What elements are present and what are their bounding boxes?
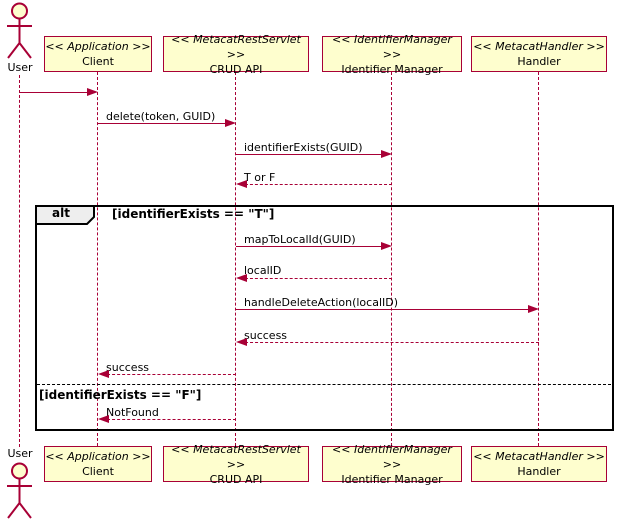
- message-line-map-to-local-id: [236, 246, 384, 247]
- message-line-local-id: [240, 278, 392, 279]
- user-actor-icon: [7, 2, 32, 59]
- arrowhead-icon: [381, 242, 392, 250]
- message-label: handleDeleteAction(localID): [244, 296, 399, 309]
- participant-name: Identifier Manager: [341, 472, 443, 486]
- participant-name: CRUD API: [209, 472, 263, 486]
- participant-stereotype: << Application >>: [45, 40, 151, 53]
- message-label: T or F: [244, 171, 276, 184]
- participant-name: Handler: [517, 465, 561, 478]
- participant-client-bottom: << Application >> Client: [44, 446, 152, 482]
- lifeline-client: [97, 72, 98, 446]
- message-line-identifier-exists: [236, 154, 384, 155]
- participant-stereotype: << MetacatRestServlet >>: [171, 442, 301, 471]
- participant-name: CRUD API: [209, 62, 263, 76]
- participant-client-top: << Application >> Client: [44, 36, 152, 72]
- alt-operator-label: alt: [52, 206, 70, 220]
- guard-condition-true: [identifierExists == "T"]: [112, 207, 275, 221]
- arrowhead-icon: [98, 415, 109, 423]
- message-line-user-client: [20, 92, 90, 93]
- message-label: success: [244, 329, 288, 342]
- message-line-t-or-f: [240, 184, 392, 185]
- participant-stereotype: << MetacatHandler >>: [473, 450, 605, 463]
- lifeline-identifier-manager: [391, 72, 392, 446]
- participant-stereotype: << MetacatHandler >>: [473, 40, 605, 53]
- participant-name: Client: [82, 55, 114, 68]
- message-line-success-client: [102, 374, 236, 375]
- arrowhead-icon: [225, 119, 236, 127]
- message-line-handle-delete-action: [236, 309, 530, 310]
- message-line-delete: [98, 123, 228, 124]
- actor-label-user-bottom: User: [7, 447, 33, 460]
- participant-handler-top: << MetacatHandler >> Handler: [471, 36, 607, 72]
- arrowhead-icon: [236, 338, 247, 346]
- participant-stereotype: << IdentifierManager >>: [332, 442, 452, 471]
- arrowhead-icon: [87, 88, 98, 96]
- message-label: identifierExists(GUID): [244, 141, 363, 154]
- message-line-success-handler: [240, 342, 539, 343]
- user-actor-icon: [7, 462, 32, 519]
- alt-else-divider: [37, 384, 611, 385]
- message-label: NotFound: [106, 406, 159, 419]
- arrowhead-icon: [528, 305, 539, 313]
- arrowhead-icon: [381, 150, 392, 158]
- participant-crud-api-top: << MetacatRestServlet >> CRUD API: [163, 33, 309, 76]
- participant-stereotype: << IdentifierManager >>: [332, 32, 452, 61]
- participant-handler-bottom: << MetacatHandler >> Handler: [471, 446, 607, 482]
- actor-label-user-top: User: [7, 61, 33, 74]
- participant-crud-api-bottom: << MetacatRestServlet >> CRUD API: [163, 443, 309, 486]
- lifeline-crud-api: [235, 72, 236, 446]
- arrowhead-icon: [98, 370, 109, 378]
- guard-condition-false: [identifierExists == "F"]: [39, 388, 202, 402]
- lifeline-handler: [538, 72, 539, 446]
- message-label: localID: [244, 264, 282, 277]
- arrowhead-icon: [236, 274, 247, 282]
- lifeline-user: [19, 75, 20, 447]
- message-label: delete(token, GUID): [106, 110, 216, 123]
- alt-operator-tab: [35, 205, 95, 225]
- message-label: mapToLocalId(GUID): [244, 233, 356, 246]
- participant-identifier-manager-top: << IdentifierManager >> Identifier Manag…: [322, 33, 462, 76]
- participant-identifier-manager-bottom: << IdentifierManager >> Identifier Manag…: [322, 443, 462, 486]
- alt-fragment-frame: [35, 205, 614, 431]
- participant-stereotype: << MetacatRestServlet >>: [171, 32, 301, 61]
- message-label: success: [106, 361, 150, 374]
- participant-stereotype: << Application >>: [45, 450, 151, 463]
- message-line-not-found: [102, 419, 236, 420]
- participant-name: Identifier Manager: [341, 62, 443, 76]
- participant-name: Handler: [517, 55, 561, 68]
- arrowhead-icon: [236, 180, 247, 188]
- participant-name: Client: [82, 465, 114, 478]
